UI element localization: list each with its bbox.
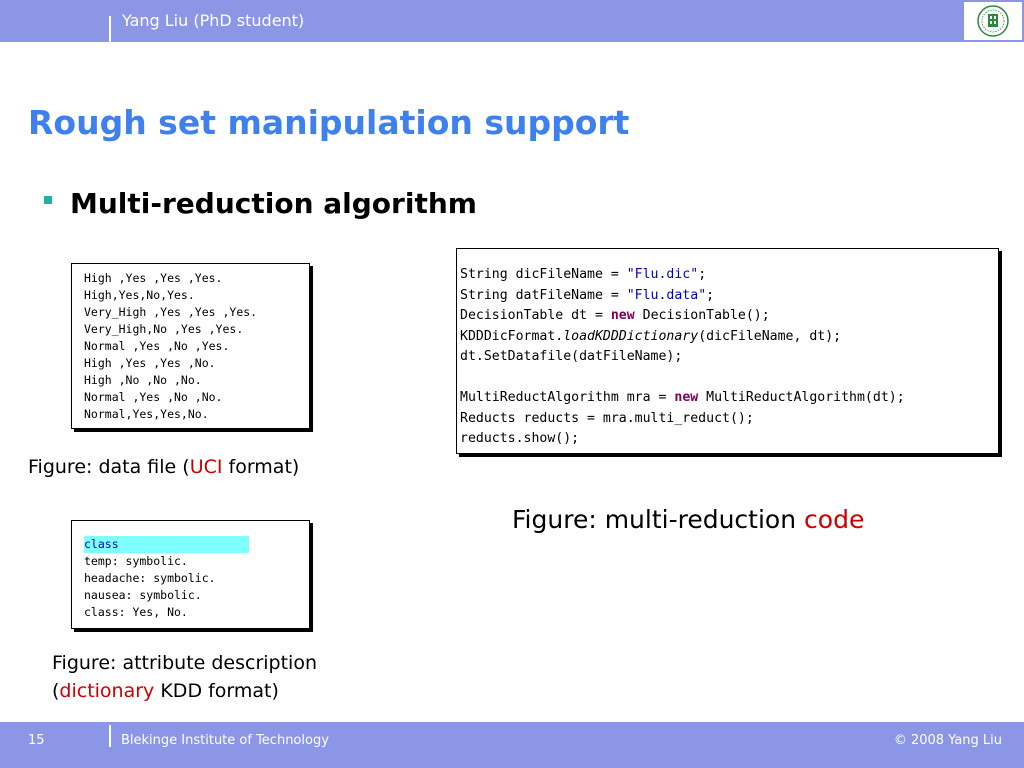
footer-bar: 15 Blekinge Institute of Technology © 20… [0,722,1024,768]
dictionary-line: class: Yes, No. [84,605,188,619]
dictionary-line: class [84,536,309,553]
page-number: 15 [28,733,45,748]
caption-line: (dictionary KDD format) [52,680,279,702]
data-line: Very_High,No ,Yes ,Yes. [84,322,244,336]
code-line: String datFileName = "Flu.data"; [460,287,715,303]
data-line: Normal,Yes,Yes,No. [84,407,209,421]
author-label: Yang Liu (PhD student) [122,11,305,30]
bullet-square-icon [44,196,52,204]
header-bar: Yang Liu (PhD student) [0,0,1024,44]
university-seal-icon [964,2,1022,40]
data-line: High,Yes,No,Yes. [84,288,195,302]
dictionary-caption: Figure: attribute description (dictionar… [52,649,317,705]
code-line: String dicFileName = "Flu.dic"; [460,267,707,282]
institution-label: Blekinge Institute of Technology [121,733,329,748]
data-file-box: High ,Yes ,Yes ,Yes. High,Yes,No,Yes. Ve… [71,263,310,429]
header-divider [109,16,111,44]
data-line: Normal ,Yes ,No ,No. [84,390,223,404]
data-file-caption: Figure: data file (UCI format) [28,456,299,478]
bullet-text: Multi-reduction algorithm [70,187,477,220]
code-caption: Figure: multi-reduction code [512,505,864,534]
dictionary-box: class temp: symbolic. headache: symbolic… [71,520,310,629]
data-line: Normal ,Yes ,No ,Yes. [84,339,230,353]
dictionary-line: temp: symbolic. [84,554,188,568]
caption-text: format) [222,456,300,478]
data-line: High ,No ,No ,No. [84,373,202,387]
code-line: DecisionTable dt = new DecisionTable(); [460,308,770,323]
code-line: dt.SetDatafile(datFileName); [460,349,683,364]
caption-highlight: dictionary [59,680,155,702]
slide-title: Rough set manipulation support [28,103,630,142]
copyright-label: © 2008 Yang Liu [893,733,1002,748]
caption-text: Figure: multi-reduction [512,505,805,534]
dictionary-line: headache: symbolic. [84,571,216,585]
code-line: reducts.show(); [460,431,580,446]
code-line: MultiReductAlgorithm mra = new MultiRedu… [460,390,905,405]
data-line: Very_High ,Yes ,Yes ,Yes. [84,305,258,319]
caption-line: Figure: attribute description [52,652,318,674]
code-box: String dicFileName = "Flu.dic"; String d… [456,248,999,454]
caption-text: Figure: data file ( [28,456,190,478]
code-line: KDDDicFormat.loadKDDDictionary(dicFileNa… [460,328,842,344]
caption-highlight: UCI [189,456,223,478]
data-line: High ,Yes ,Yes ,No. [84,356,216,370]
dictionary-header: class [84,536,249,553]
dictionary-line: nausea: symbolic. [84,588,202,602]
footer-divider [109,725,111,747]
caption-highlight: code [804,505,865,534]
code-line: Reducts reducts = mra.multi_reduct(); [460,410,754,426]
data-line: High ,Yes ,Yes ,Yes. [84,271,223,285]
code-blank-line [460,368,998,389]
